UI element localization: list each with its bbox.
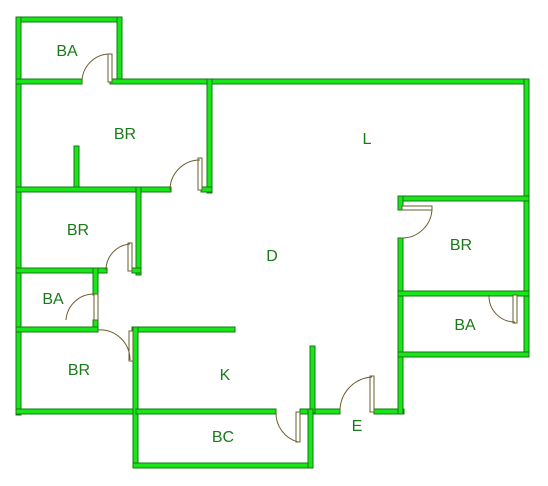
label-kitchen: K (220, 367, 231, 384)
label-bedroom-left-middle: BR (67, 222, 89, 239)
label-entry: E (352, 418, 363, 435)
label-bedroom-right: BR (450, 237, 472, 254)
door (400, 205, 433, 239)
door (339, 375, 375, 413)
wall (397, 195, 404, 211)
door (97, 329, 134, 362)
wall (397, 351, 530, 358)
door (275, 411, 301, 443)
room-labels: BA BR L BR D BR BA BA BR K BC E (42, 43, 476, 446)
label-bedroom-bottom-left: BR (68, 362, 90, 379)
wall (15, 16, 122, 23)
wall (135, 408, 277, 415)
door (105, 242, 133, 272)
door (65, 293, 99, 321)
walls (15, 16, 530, 469)
wall (73, 145, 80, 190)
door (488, 294, 518, 324)
wall (135, 186, 142, 276)
label-bath-top: BA (56, 43, 78, 60)
wall (299, 408, 341, 415)
wall (132, 326, 139, 469)
label-dining: D (266, 248, 278, 265)
wall (307, 408, 314, 469)
wall (116, 16, 123, 82)
label-balcony: BC (212, 429, 234, 446)
wall (131, 267, 142, 274)
wall (92, 267, 99, 296)
label-bath-left: BA (42, 291, 64, 308)
wall (397, 195, 530, 202)
doors (65, 53, 518, 443)
wall (206, 78, 213, 194)
wall (397, 237, 404, 415)
wall (397, 290, 530, 297)
label-bath-right: BA (454, 317, 476, 334)
door (81, 53, 113, 83)
wall (15, 186, 172, 193)
wall (200, 186, 213, 193)
wall (15, 408, 134, 415)
wall (132, 462, 314, 469)
wall (15, 326, 99, 333)
wall (15, 16, 22, 416)
door (169, 157, 203, 191)
wall (15, 78, 83, 85)
wall (523, 78, 530, 358)
wall (131, 326, 236, 333)
label-living: L (363, 131, 372, 148)
wall (15, 267, 108, 274)
wall (309, 345, 316, 414)
label-bedroom-top: BR (114, 126, 136, 143)
wall (109, 78, 530, 85)
